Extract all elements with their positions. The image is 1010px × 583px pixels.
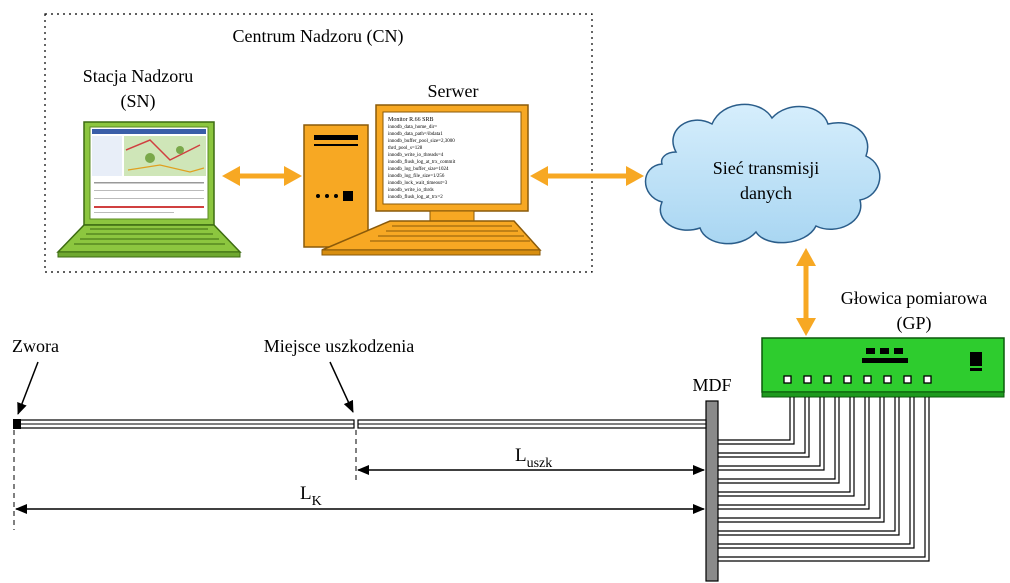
cable-pair-wire <box>718 397 810 458</box>
arrow-network-head <box>796 248 816 336</box>
device-port <box>823 375 832 384</box>
zwora-pointer <box>17 361 39 415</box>
station-label-line2: (SN) <box>121 91 156 112</box>
server-screen-line: innodb_write_io_thrds <box>388 188 434 193</box>
device-port <box>843 375 852 384</box>
cable-pair-wire <box>718 397 926 558</box>
short-circuit-jumper <box>13 419 21 429</box>
cable-pair-wire <box>718 397 870 510</box>
device-port <box>783 375 792 384</box>
device-port <box>863 375 872 384</box>
subscriber-line <box>13 419 707 429</box>
cable-pair-wire <box>718 397 900 536</box>
cable-pair-wire <box>718 397 821 467</box>
arrow-laptop-server <box>222 166 302 186</box>
server-screen-line: innodb_data_path=/ibdata1 <box>388 132 443 137</box>
head-label-line2: (GP) <box>897 313 932 334</box>
station-label-line1: Stacja Nadzoru <box>83 66 193 86</box>
fault-location-label: Miejsce uszkodzenia <box>264 336 414 356</box>
cable-pair-wire <box>718 397 915 549</box>
cable-bundle <box>718 397 930 562</box>
cable-pair-wire <box>718 397 840 484</box>
device-ports <box>783 375 932 384</box>
server-screen-line: innodb_write_io_threads=4 <box>388 153 444 158</box>
server-screen-line: innodb_log_buffer_size=1024 <box>388 167 449 172</box>
server-screen-text: Monitor R.66 SRB innodb_data_home_dir=inn… <box>388 117 456 200</box>
cable-pair-wire <box>718 397 911 545</box>
arrow-server-network <box>530 166 644 186</box>
device-port <box>803 375 812 384</box>
cable-pair-wire <box>718 397 836 480</box>
device-port <box>903 375 912 384</box>
cable-pair-wire <box>718 397 806 454</box>
head-label-line1: Głowica pomiarowa <box>841 288 987 308</box>
server-screen-line: innodb_log_file_size=1/256 <box>388 174 445 179</box>
device-port <box>923 375 932 384</box>
mdf-label: MDF <box>692 375 731 395</box>
laptop-icon <box>56 121 242 258</box>
server-screen-line: innodb_flush_log_at_trx=2 <box>388 195 443 200</box>
server-screen-line: innodb_flush_log_at_trx_commit <box>388 160 456 165</box>
server-label: Serwer <box>428 81 479 101</box>
server-screen-line: innodb_buffer_pool_size=2,3000 <box>388 139 455 144</box>
network-label-line2: danych <box>740 183 792 203</box>
mdf-frame <box>705 400 719 582</box>
server-screen-line: Monitor R.66 SRB <box>388 117 434 123</box>
cable-pair-wire <box>718 397 851 493</box>
server-screen-line: innodb_data_home_dir= <box>388 125 437 130</box>
server-screen-line: innodb_lock_wait_timeout=3 <box>388 181 448 186</box>
network-label-line1: Sieć transmisji <box>713 158 820 178</box>
device-port <box>883 375 892 384</box>
cable-pair-wire <box>718 397 930 562</box>
luszk-label: Luszk <box>515 445 552 471</box>
lk-label: LK <box>300 483 322 509</box>
server-screen-line: thrd_pool_s=128 <box>388 146 423 151</box>
cable-pair-wire <box>718 397 825 471</box>
fault-pointer <box>329 361 354 413</box>
cable-pair-wire <box>718 397 866 506</box>
server-icon: Monitor R.66 SRB innodb_data_home_dir=inn… <box>303 104 542 256</box>
cable-pair-wire <box>718 397 896 532</box>
monitoring-center-title: Centrum Nadzoru (CN) <box>233 26 404 47</box>
cable-pair-wire <box>718 397 881 519</box>
network-cloud-icon <box>644 103 881 245</box>
zwora-label: Zwora <box>12 336 59 356</box>
measuring-head-icon <box>761 337 1005 398</box>
cable-pair-wire <box>718 397 795 445</box>
cable-pair-wire <box>718 397 791 441</box>
cable-pair-wire <box>718 397 885 523</box>
cable-pair-wire <box>718 397 855 497</box>
